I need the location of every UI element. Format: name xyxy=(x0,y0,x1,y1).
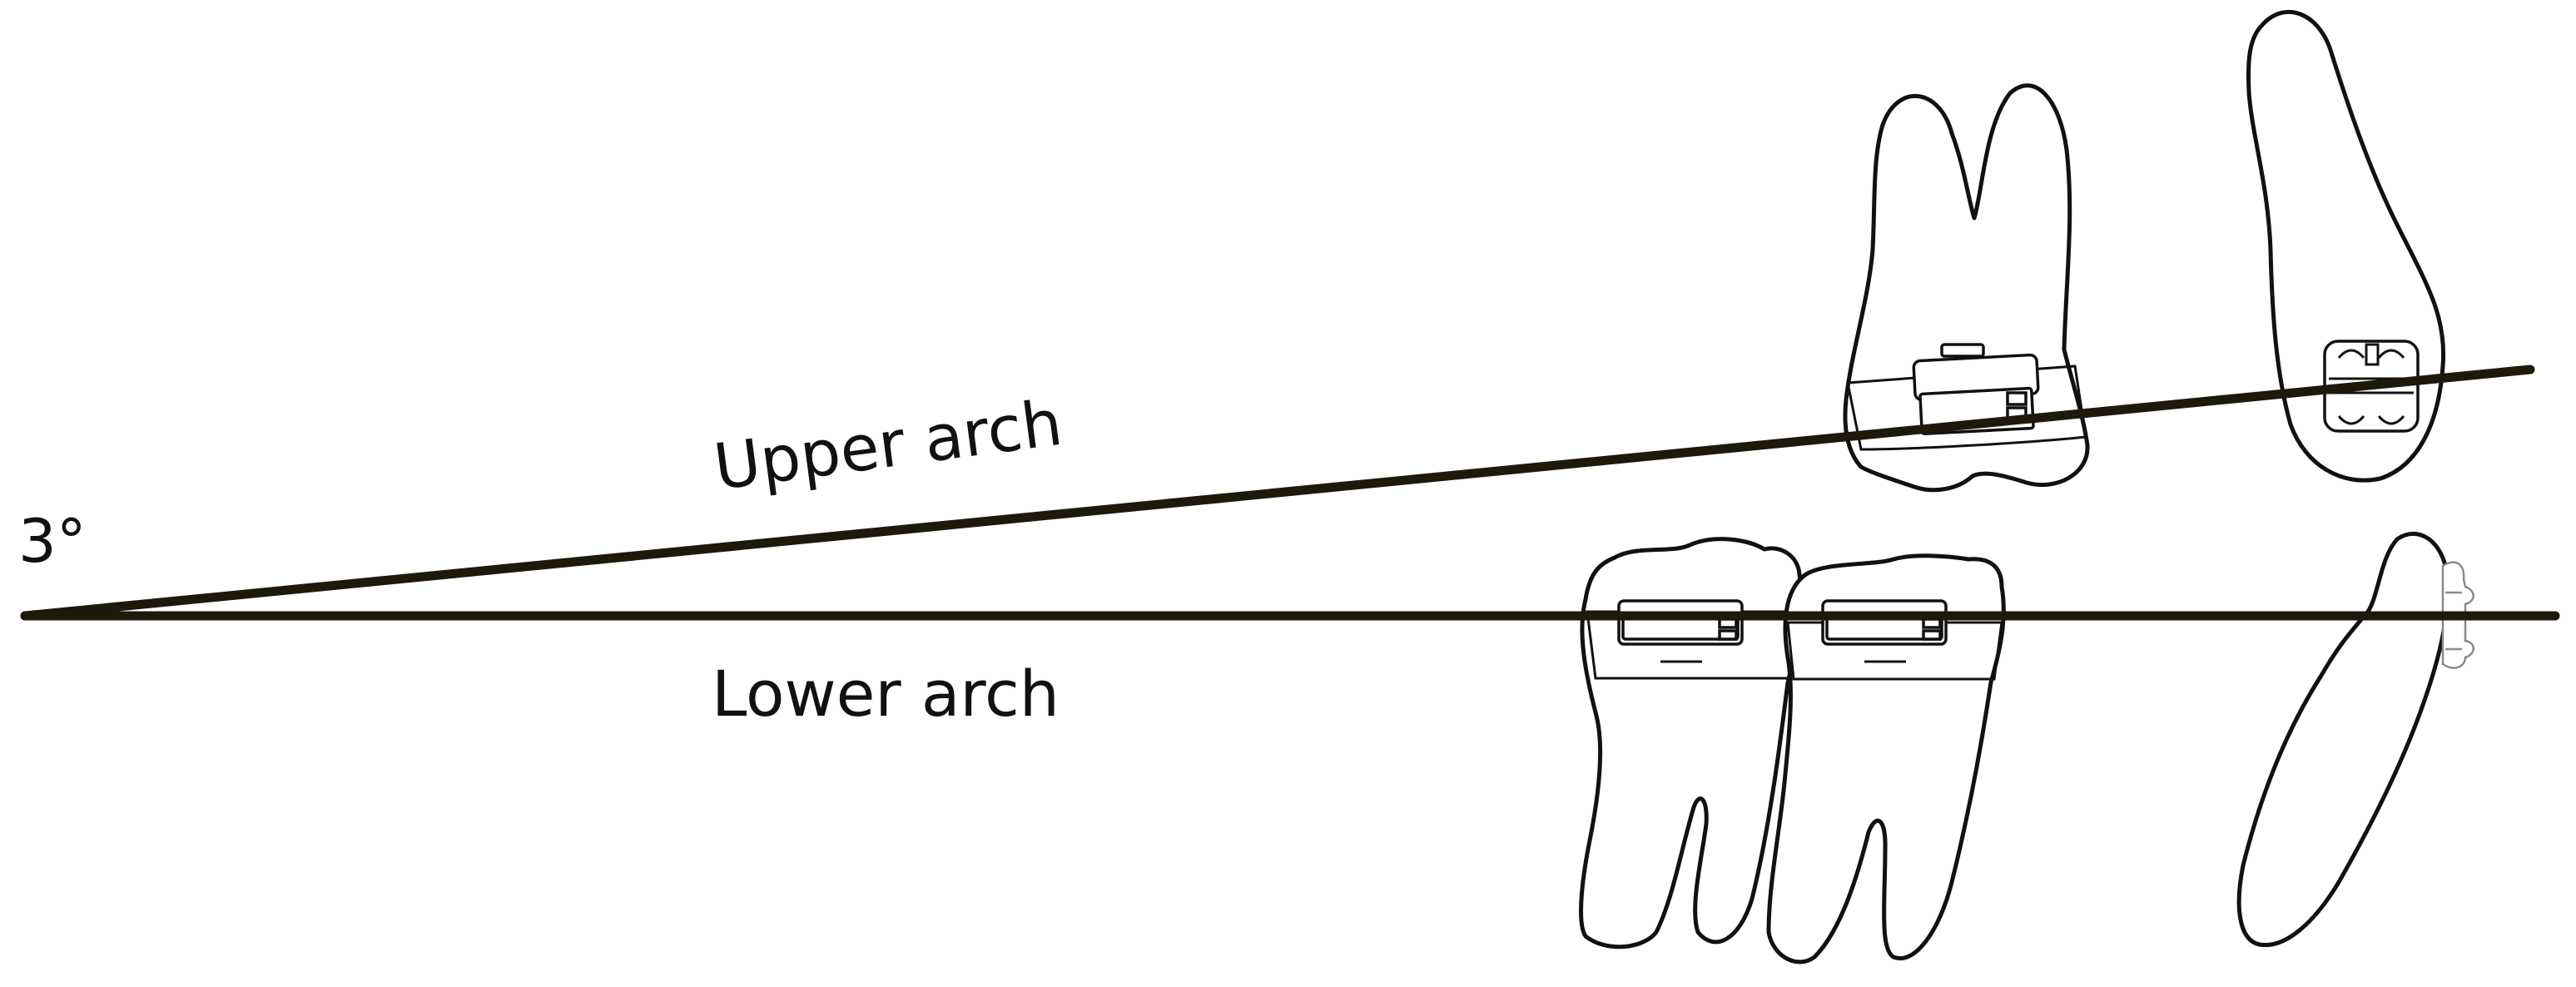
lower-molar-1 xyxy=(1579,537,1804,950)
upper-arch-label: Upper arch xyxy=(710,385,1066,504)
lower-molar-2-outline xyxy=(1766,553,2006,965)
upper-arch-line xyxy=(20,365,2535,621)
angle-label: 3° xyxy=(18,506,87,576)
upper-molar-tube xyxy=(1912,343,2040,436)
lower-canine-outline xyxy=(2236,531,2450,948)
upper-molar xyxy=(1843,83,2090,493)
lower-canine xyxy=(2236,531,2474,948)
lower-arch-label: Lower arch xyxy=(712,657,1060,731)
upper-canine xyxy=(2246,9,2446,483)
upper-molar-band xyxy=(1846,365,2087,451)
